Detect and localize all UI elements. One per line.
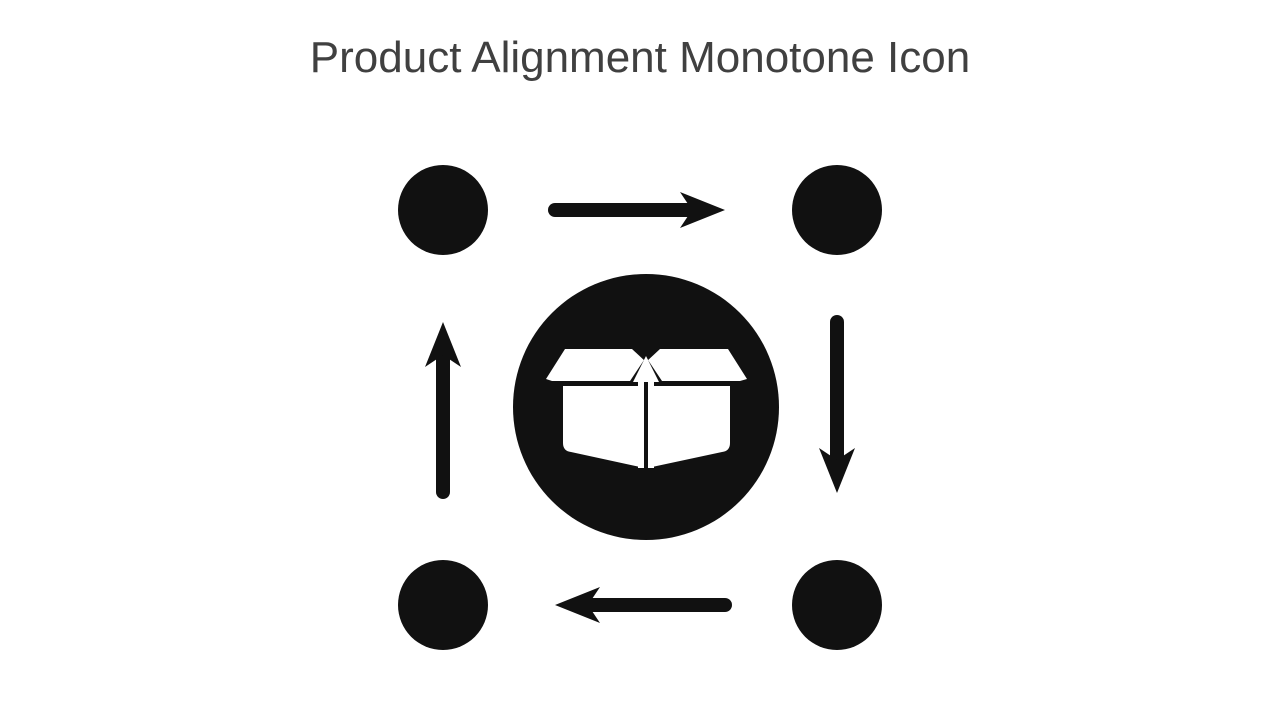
arrow-up-icon — [425, 322, 461, 499]
arrow-down-icon — [819, 315, 855, 493]
arrow-left-icon — [555, 587, 732, 623]
arrow-right-icon — [548, 192, 725, 228]
page-title: Product Alignment Monotone Icon — [309, 33, 971, 82]
bottom-left-dot — [398, 560, 488, 650]
top-left-dot — [398, 165, 488, 255]
top-right-dot — [792, 165, 882, 255]
box-icon — [546, 349, 747, 468]
bottom-right-dot — [792, 560, 882, 650]
